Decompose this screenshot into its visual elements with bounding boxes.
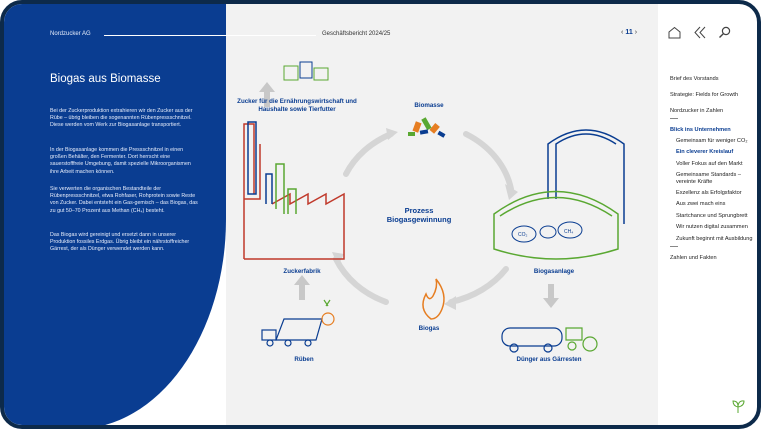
toc-divider: [670, 118, 678, 119]
cycle-arrow-bottom-right: [448, 266, 509, 305]
blue-side-panel: [4, 4, 226, 425]
nav-icons: [668, 26, 731, 39]
paragraph-2: In der Biogasanlage kommen die Pressschn…: [50, 147, 191, 175]
toc-subitem[interactable]: Wir nutzen digital zusammen: [676, 224, 748, 231]
next-page-icon[interactable]: ›: [634, 29, 638, 36]
label-fertilizer: Dünger aus Gärresten: [516, 356, 582, 363]
back-icon[interactable]: [693, 26, 706, 39]
toc-item-zahlen[interactable]: Nordzucker in Zahlen: [670, 108, 724, 114]
cycle-arrow-top-left: [343, 131, 394, 177]
beet-truck-icon: [261, 299, 335, 347]
toc-subitem[interactable]: Gemeinsam für weniger CO₂: [676, 138, 748, 144]
toc-subitem[interactable]: Voller Fokus auf den Markt: [676, 160, 743, 167]
toc-subitem[interactable]: Zukunft beginnt mit Ausbildung: [676, 235, 753, 242]
paragraph-3: Sie verwerten die organischen Bestandtei…: [50, 186, 198, 214]
page-pager: ‹ 11 ›: [621, 29, 637, 36]
sugar-bags-icon: [283, 61, 329, 81]
biogas-plant-icon: [493, 129, 625, 260]
toc-subitem[interactable]: Startchance und Sprungbrett: [676, 212, 748, 219]
home-icon[interactable]: [668, 26, 681, 39]
toc-item-fakten[interactable]: Zahlen und Fakten: [670, 255, 717, 262]
toc-subitem[interactable]: Gemeinsame Standards – vereinte Kräfte: [676, 172, 741, 185]
company-name: Nordzucker AG: [50, 31, 91, 37]
label-beets: Rüben: [294, 356, 314, 363]
process-center-label: Prozess Biogasgewinnung: [386, 206, 452, 224]
report-title: Geschäftsbericht 2024/25: [322, 31, 391, 37]
paragraph-4: Das Biogas wird gereinigt und ersetzt da…: [50, 232, 190, 253]
page-title: Biogas aus Biomasse: [50, 73, 161, 85]
biomass-icon: [408, 117, 446, 138]
sugar-factory-icon: [243, 121, 345, 260]
paragraph-1: Bei der Zuckerproduktion extrahieren wir…: [50, 108, 193, 129]
toc-subitem[interactable]: Exzellenz als Erfolgsfaktor: [676, 190, 742, 197]
label-sugar: Zucker für die Ernährungswirtschaft und …: [237, 98, 357, 113]
table-of-contents: Brief des Vorstands Strategie: Fields fo…: [670, 76, 757, 271]
tractor-icon: [501, 327, 598, 353]
label-factory: Zuckerfabrik: [283, 268, 321, 275]
header-divider: [104, 35, 316, 36]
cycle-arrow-top-right: [463, 131, 514, 192]
label-biomass: Biomasse: [414, 102, 444, 109]
page-number: 11: [625, 29, 633, 36]
cycle-arrow-bottom-left: [333, 256, 389, 305]
toc-item-strategie[interactable]: Strategie: Fields for Growth: [670, 92, 739, 98]
co2-label: CO₂: [518, 232, 528, 238]
search-icon[interactable]: [718, 26, 731, 39]
label-plant: Biogasanlage: [533, 268, 575, 275]
prev-page-icon[interactable]: ‹: [621, 29, 624, 36]
gas-bubbles: [511, 221, 583, 243]
toc-subitem[interactable]: Aus zwei mach eins: [676, 201, 726, 208]
leaf-logo-icon: [730, 398, 746, 419]
biogas-process-diagram: CO₂ CH₄: [243, 61, 625, 353]
label-biogas: Biogas: [418, 325, 440, 332]
ch4-label: CH₄: [564, 229, 573, 235]
toc-item-blick[interactable]: Blick ins Unternehmen: [670, 127, 731, 133]
toc-divider: [670, 246, 678, 248]
toc-subitem-current[interactable]: Ein cleverer Kreislauf: [676, 149, 734, 156]
flame-icon: [422, 278, 445, 320]
toc-item-brief[interactable]: Brief des Vorstands: [670, 76, 719, 82]
